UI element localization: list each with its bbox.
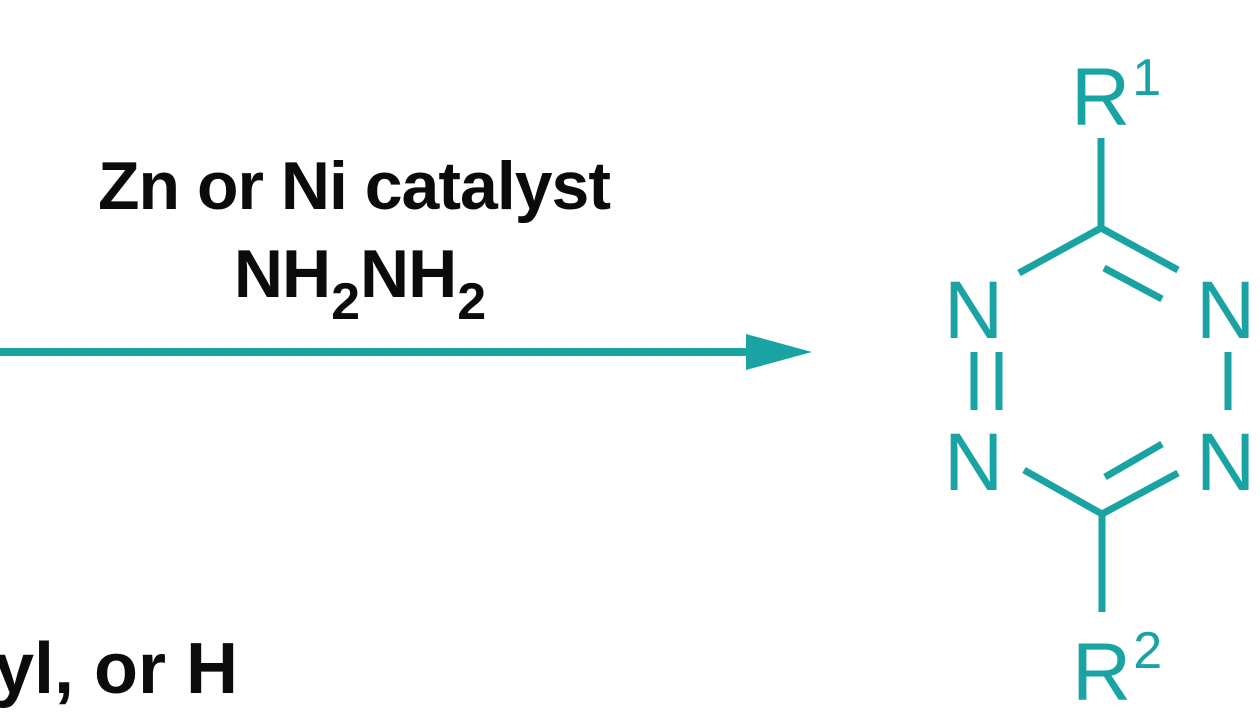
hydrazine-reagent-label: NH2NH2	[0, 240, 720, 328]
reaction-arrow	[0, 334, 812, 370]
bond-c6-n5	[1100, 469, 1180, 518]
r2-label: R2	[1072, 622, 1162, 718]
tetrazine-product	[970, 138, 1232, 612]
bond-c3-n2	[1017, 224, 1103, 277]
atom-n-upper-right: N	[1196, 265, 1255, 356]
reagent-nh-2: NH	[360, 236, 457, 312]
reagent-subscript-2: 2	[457, 273, 486, 331]
substituent-definition-text: yl, or H	[0, 629, 239, 709]
arrow-head-icon	[746, 334, 812, 370]
bond-c6-n1	[1022, 466, 1104, 518]
catalyst-label: Zn or Ni catalyst	[97, 148, 611, 224]
bond-c3-n4-double	[1102, 264, 1164, 303]
atom-n-upper-left: N	[944, 265, 1003, 356]
reagent-subscript-1: 2	[331, 273, 360, 331]
atom-n-lower-right: N	[1196, 417, 1255, 508]
atom-n-lower-left: N	[944, 417, 1003, 508]
bond-c6-n5-double	[1103, 440, 1164, 481]
reagent-nh-1: NH	[233, 236, 331, 312]
r1-label: R1	[1071, 49, 1161, 143]
bond-c3-n4	[1099, 224, 1180, 274]
